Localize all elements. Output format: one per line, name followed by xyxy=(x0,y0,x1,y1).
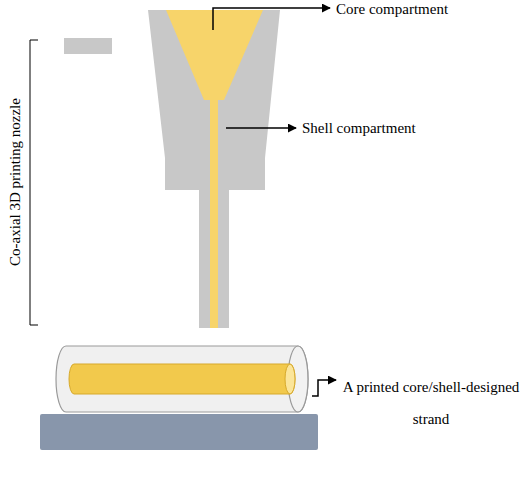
core-cylinder xyxy=(69,364,295,394)
bracket xyxy=(30,40,38,325)
leader-arrow xyxy=(226,127,296,129)
callout-label: Shell compartment xyxy=(302,119,416,137)
core-compartment xyxy=(166,10,263,328)
leader-arrow xyxy=(213,8,330,30)
side-inlet xyxy=(64,38,112,54)
leader-arrow xyxy=(312,380,336,396)
shell-cylinder xyxy=(56,346,308,412)
callout-label: Core compartment xyxy=(336,0,448,18)
callout-label: A printed core/shell-designed strand xyxy=(338,371,524,435)
core-end xyxy=(285,364,295,394)
base-plate xyxy=(40,414,318,450)
bracket-label: Co-axial 3D printing nozzle xyxy=(6,98,24,266)
shell-compartment xyxy=(148,10,280,328)
